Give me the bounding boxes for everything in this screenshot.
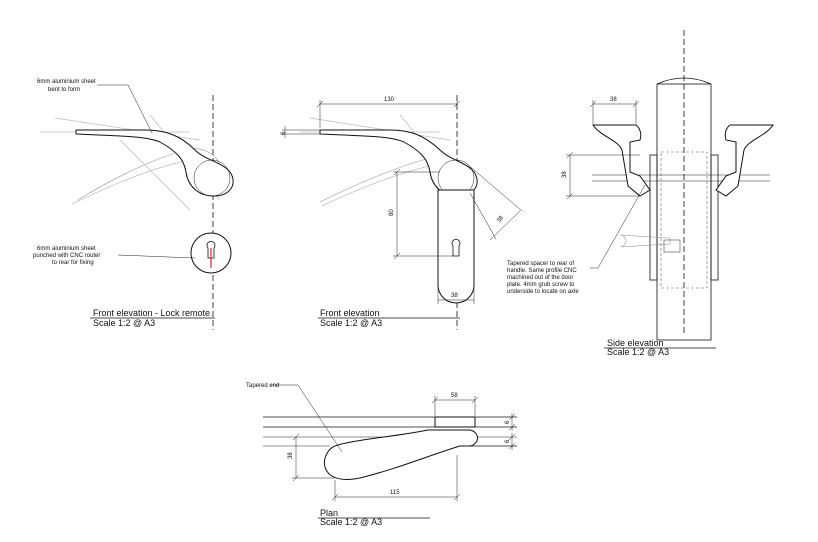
dimension-base-38: 38 bbox=[437, 286, 475, 304]
dim-label: 80 bbox=[389, 209, 395, 216]
dim-label: 38 bbox=[610, 97, 617, 103]
dimension-left-38: 38 bbox=[288, 433, 335, 482]
note-top-line2: bent to form bbox=[48, 87, 80, 93]
keyhole-icon bbox=[451, 238, 461, 257]
dim-label: 38 bbox=[496, 215, 505, 224]
dimension-bottom-115: 115 bbox=[331, 455, 461, 501]
key-ghost bbox=[619, 234, 671, 248]
note-bottom-line2: punched with CNC router bbox=[33, 253, 100, 259]
dim-label: 38 bbox=[288, 452, 294, 459]
dimension-top-58: 58 bbox=[431, 393, 479, 416]
plan-handle bbox=[323, 429, 478, 480]
right-handle bbox=[715, 124, 774, 197]
note-bottom-line1: 6mm aluminium sheet bbox=[37, 246, 96, 252]
dim-label: 6 bbox=[505, 420, 511, 424]
note-line5: underside to locate on axle bbox=[507, 289, 579, 295]
leader-top bbox=[97, 84, 153, 134]
leader-bottom bbox=[117, 254, 196, 259]
note-spacer: Tapered spacer to rear of handle. Same p… bbox=[507, 261, 579, 295]
view-plan: 58 6 6 38 115 Tap bbox=[246, 383, 517, 527]
dimension-diagonal-38: 38 bbox=[466, 163, 523, 241]
note-line4: plate. 4mm grub screw to bbox=[507, 282, 575, 288]
view-title: Front elevation - Lock remote bbox=[93, 308, 210, 318]
dim-label: 6 bbox=[281, 131, 287, 135]
door-plate bbox=[437, 189, 475, 304]
view-scale: Scale 1:2 @ A3 bbox=[320, 318, 382, 328]
dimension-6: 6 bbox=[281, 126, 320, 138]
dimension-130: 130 bbox=[316, 97, 461, 128]
note-bottom-line3: to rear for fixing bbox=[52, 260, 94, 266]
note-tapered-end: Tapered end bbox=[246, 383, 279, 389]
note-top-line1: 6mm aluminium sheet bbox=[37, 79, 96, 85]
dim-label: 6 bbox=[505, 439, 511, 443]
view-title: Plan bbox=[320, 508, 338, 518]
plate-left bbox=[649, 154, 658, 281]
view-title: Side elevation bbox=[607, 338, 664, 348]
dim-label: 130 bbox=[384, 97, 395, 103]
leader-tapered-end bbox=[270, 384, 343, 453]
dim-label: 115 bbox=[390, 490, 400, 496]
dim-label: 38 bbox=[562, 171, 568, 178]
lever-handle bbox=[75, 129, 234, 197]
dimension-right-6-top: 6 bbox=[505, 413, 516, 431]
view-side-elevation: 38 38 Tapered spacer to rear of handle. … bbox=[507, 30, 774, 357]
note-line2: handle. Same profile CNC bbox=[507, 268, 577, 274]
dim-label: 38 bbox=[451, 293, 458, 299]
keyhole-icon bbox=[206, 240, 216, 259]
lock-block bbox=[663, 239, 681, 253]
axle-circle bbox=[193, 159, 231, 197]
dimension-left-38: 38 bbox=[562, 151, 640, 200]
rose-block bbox=[434, 416, 476, 428]
left-handle bbox=[592, 124, 651, 197]
view-front-elevation-lock-remote: 6mm aluminium sheet bent to form 6mm alu… bbox=[33, 79, 234, 330]
view-scale: Scale 1:2 @ A3 bbox=[320, 517, 382, 527]
dimension-80: 80 bbox=[389, 168, 455, 260]
view-scale: Scale 1:2 @ A3 bbox=[607, 347, 669, 357]
lever-handle bbox=[319, 129, 478, 197]
view-scale: Scale 1:2 @ A3 bbox=[93, 318, 155, 328]
dimension-top-38: 38 bbox=[589, 97, 640, 124]
hidden-spindle bbox=[660, 151, 708, 289]
note-line3: machined out of the door bbox=[507, 275, 573, 281]
note-line1: Tapered spacer to rear of bbox=[507, 261, 574, 267]
plate-right bbox=[710, 154, 719, 281]
view-front-elevation: 130 6 80 38 38 Front elevatio bbox=[281, 95, 523, 330]
dim-label: 58 bbox=[451, 393, 458, 399]
leader-spacer bbox=[590, 184, 646, 269]
dimension-right-6-mid: 6 bbox=[505, 433, 516, 450]
view-title: Front elevation bbox=[320, 308, 380, 318]
